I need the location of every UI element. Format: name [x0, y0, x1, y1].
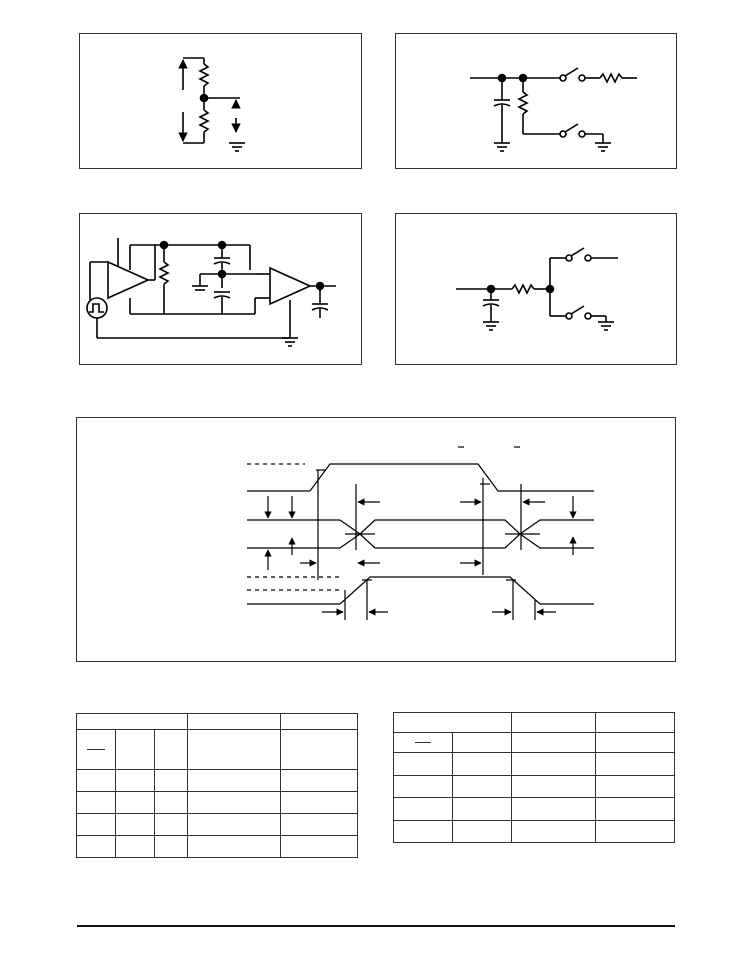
table-cell	[280, 713, 358, 730]
timing-diagram	[247, 446, 594, 620]
table-cell	[76, 713, 188, 730]
overbar-mark	[87, 749, 105, 750]
table-cell	[452, 732, 512, 753]
table-cell	[280, 729, 358, 770]
table-row	[393, 774, 675, 798]
switch-network-panel	[395, 33, 677, 169]
table-row	[76, 835, 358, 858]
footer-rule	[77, 925, 675, 927]
table-row	[393, 752, 675, 776]
right-data-table	[393, 712, 675, 843]
switch-network-circuit	[470, 67, 637, 152]
table-row	[76, 791, 358, 814]
table-cell	[115, 729, 155, 770]
sample-hold-circuit	[86, 238, 336, 347]
table-cell	[393, 712, 512, 733]
voltage-divider-circuit	[178, 57, 245, 152]
table-row	[393, 819, 675, 843]
table-cell	[187, 713, 281, 730]
table-cell	[154, 729, 188, 770]
table-cell	[511, 732, 596, 753]
table-cell	[595, 712, 675, 733]
rc-switch-circuit	[456, 247, 618, 331]
table-cell	[393, 732, 453, 753]
overbar-mark	[415, 742, 431, 743]
left-data-table	[76, 713, 358, 858]
table-cell	[187, 729, 281, 770]
table-row	[393, 797, 675, 821]
table-row	[76, 769, 358, 792]
table-cell	[595, 732, 675, 753]
voltage-divider-panel	[79, 33, 362, 169]
table-row	[76, 813, 358, 836]
table-cell	[511, 712, 596, 733]
table-cell	[76, 729, 116, 770]
